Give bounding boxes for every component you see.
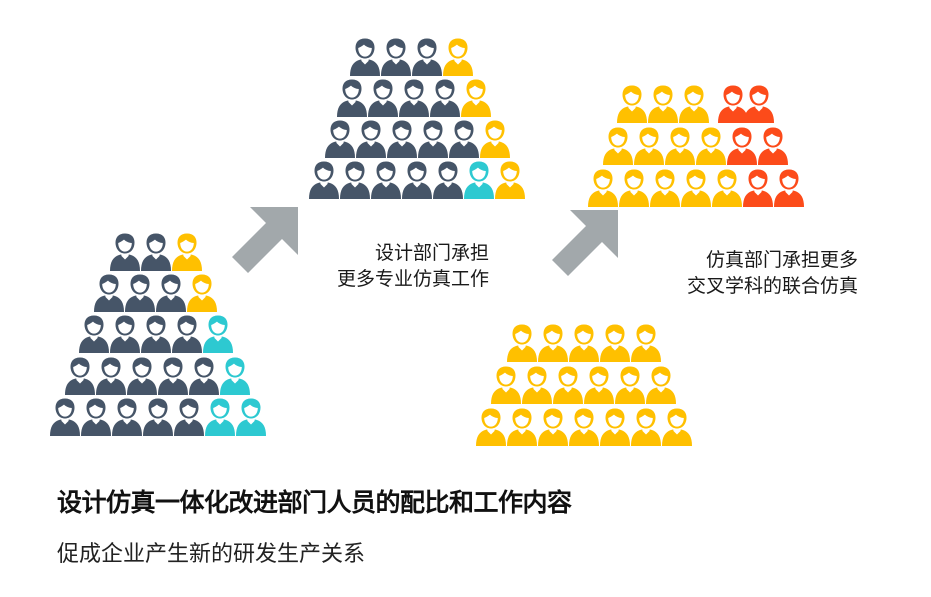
staff-dark-icon xyxy=(429,78,461,117)
staff-dark-icon xyxy=(124,273,156,312)
staff-dark-icon xyxy=(349,37,381,76)
staff-yellow-icon xyxy=(711,168,743,207)
staff-dark-icon xyxy=(411,37,443,76)
simulation-dept-caption: 仿真部门承担更多 交叉学科的联合仿真 xyxy=(687,247,858,299)
staff-dark-icon xyxy=(157,356,189,395)
staff-dark-icon xyxy=(401,160,433,199)
staff-red-icon xyxy=(773,168,805,207)
caption-line: 仿真部门承担更多 xyxy=(705,249,858,271)
staff-dark-icon xyxy=(386,119,418,158)
staff-yellow-icon xyxy=(537,407,569,446)
staff-yellow-icon xyxy=(602,126,634,165)
staff-dark-icon xyxy=(398,78,430,117)
staff-dark-icon xyxy=(339,160,371,199)
staff-dark-icon xyxy=(140,314,172,353)
staff-yellow-icon xyxy=(599,323,631,362)
staff-yellow-icon xyxy=(649,168,681,207)
staff-yellow-icon xyxy=(460,78,492,117)
staff-dark-icon xyxy=(80,397,112,436)
staff-dark-icon xyxy=(142,397,174,436)
staff-dark-icon xyxy=(432,160,464,199)
staff-dark-icon xyxy=(64,356,96,395)
staff-red-icon xyxy=(726,126,758,165)
staff-cyan-icon xyxy=(235,397,267,436)
staff-yellow-icon xyxy=(678,84,710,123)
staff-yellow-icon xyxy=(664,126,696,165)
staff-dark-icon xyxy=(111,397,143,436)
staff-red-icon xyxy=(742,168,774,207)
staff-yellow-icon xyxy=(695,126,727,165)
staff-yellow-icon xyxy=(583,365,615,404)
staff-yellow-icon xyxy=(494,160,526,199)
staff-dark-icon xyxy=(109,314,141,353)
staff-yellow-icon xyxy=(537,323,569,362)
staff-dark-icon xyxy=(324,119,356,158)
staff-dark-icon xyxy=(308,160,340,199)
staff-dark-icon xyxy=(367,78,399,117)
staff-cyan-icon xyxy=(219,356,251,395)
staff-red-icon xyxy=(757,126,789,165)
staff-dark-icon xyxy=(49,397,81,436)
caption-line: 设计部门承担 xyxy=(374,242,489,264)
staff-yellow-icon xyxy=(568,407,600,446)
arrow-up-right-icon xyxy=(552,210,618,276)
staff-dark-icon xyxy=(140,232,172,271)
staff-yellow-icon xyxy=(186,273,218,312)
staff-yellow-icon xyxy=(680,168,712,207)
staff-yellow-icon xyxy=(475,407,507,446)
staff-dark-icon xyxy=(171,314,203,353)
staff-dark-icon xyxy=(355,119,387,158)
staff-yellow-icon xyxy=(616,84,648,123)
staff-dark-icon xyxy=(109,232,141,271)
staff-yellow-icon xyxy=(645,365,677,404)
staff-yellow-icon xyxy=(479,119,511,158)
staff-cyan-icon xyxy=(463,160,495,199)
staff-dark-icon xyxy=(380,37,412,76)
staff-yellow-icon xyxy=(630,407,662,446)
staff-yellow-icon xyxy=(552,365,584,404)
arrow-up-right-icon xyxy=(232,207,298,273)
staff-yellow-icon xyxy=(442,37,474,76)
staff-yellow-icon xyxy=(506,407,538,446)
caption-line: 更多专业仿真工作 xyxy=(336,268,489,290)
staff-yellow-icon xyxy=(647,84,679,123)
staff-red-icon xyxy=(743,84,775,123)
staff-cyan-icon xyxy=(204,397,236,436)
staff-dark-icon xyxy=(78,314,110,353)
staff-dark-icon xyxy=(126,356,158,395)
diagram-title: 设计仿真一体化改进部门人员的配比和工作内容 xyxy=(57,488,572,517)
staff-red-icon xyxy=(717,84,749,123)
staff-yellow-icon xyxy=(618,168,650,207)
staff-yellow-icon xyxy=(633,126,665,165)
staff-cyan-icon xyxy=(202,314,234,353)
staff-dark-icon xyxy=(370,160,402,199)
staff-dark-icon xyxy=(93,273,125,312)
staff-dark-icon xyxy=(448,119,480,158)
staff-dark-icon xyxy=(95,356,127,395)
staff-yellow-icon xyxy=(568,323,600,362)
staff-yellow-icon xyxy=(587,168,619,207)
staff-yellow-icon xyxy=(171,232,203,271)
staff-yellow-icon xyxy=(506,323,538,362)
caption-line: 交叉学科的联合仿真 xyxy=(686,275,858,297)
staff-yellow-icon xyxy=(614,365,646,404)
staff-dark-icon xyxy=(336,78,368,117)
staff-yellow-icon xyxy=(521,365,553,404)
staff-yellow-icon xyxy=(661,407,693,446)
staff-yellow-icon xyxy=(490,365,522,404)
staff-dark-icon xyxy=(173,397,205,436)
staff-dark-icon xyxy=(188,356,220,395)
staff-yellow-icon xyxy=(630,323,662,362)
diagram-subtitle: 促成企业产生新的研发生产关系 xyxy=(57,542,366,567)
staff-dark-icon xyxy=(417,119,449,158)
staff-dark-icon xyxy=(155,273,187,312)
design-dept-caption: 设计部门承担 更多专业仿真工作 xyxy=(337,240,489,292)
staff-yellow-icon xyxy=(599,407,631,446)
